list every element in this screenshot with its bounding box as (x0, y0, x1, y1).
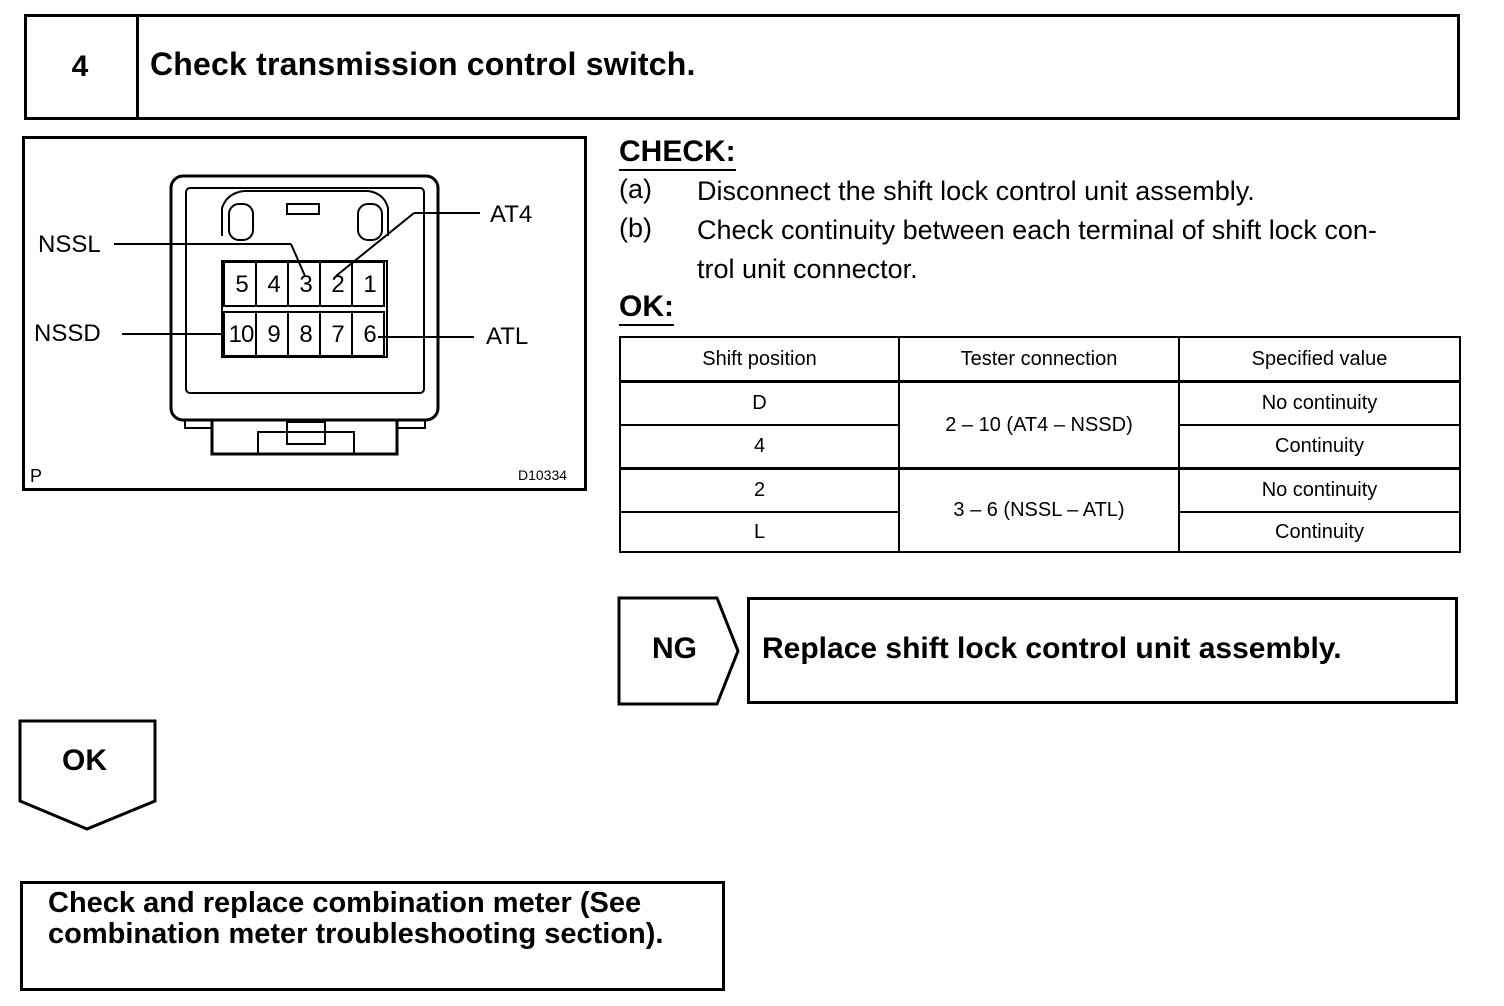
latch-recess (221, 190, 389, 236)
atl-label: ATL (486, 323, 529, 350)
ng-label: NG (652, 632, 697, 665)
table-row: L Continuity (619, 511, 1461, 553)
pin-number: 2 (331, 271, 345, 298)
ng-arrow-tag (617, 596, 740, 706)
shift-position-cell: 4 (619, 424, 900, 470)
final-action-line2: combination meter troubleshooting sectio… (48, 918, 664, 950)
step-title: Check transmission control switch. (150, 46, 696, 82)
connector-inner-wall (185, 187, 425, 394)
connector-figure (22, 136, 587, 491)
table-row: D 2 – 10 (AT4 – NSSD) No continuity (619, 380, 1461, 470)
connector-housing (169, 174, 440, 422)
nssd-label: NSSD (34, 320, 101, 347)
table-row: 4 Continuity (619, 424, 1461, 470)
pin-cell (351, 311, 385, 357)
ng-result-box (747, 597, 1458, 704)
step-header (24, 14, 1460, 120)
step-b-letter: (b) (619, 213, 652, 243)
pin-number: 4 (267, 271, 281, 298)
specified-value-cell: No continuity (1178, 380, 1461, 426)
specification-table: Shift position Tester connection Specifi… (619, 336, 1461, 553)
step-number: 4 (24, 14, 139, 120)
table-header-row: Shift position Tester connection Specifi… (619, 336, 1461, 383)
pin-number: 6 (363, 321, 377, 348)
pin-number: 9 (267, 321, 281, 348)
final-action-text: Check and replace combination meter (See… (48, 888, 663, 950)
pin-number: 7 (331, 321, 345, 348)
step-b-text-line1: Check continuity between each terminal o… (697, 215, 1377, 245)
specified-value-cell: Continuity (1178, 511, 1461, 553)
tester-connection-cell: 2 – 10 (AT4 – NSSD) (898, 380, 1180, 470)
ok-flow-label: OK (62, 744, 107, 777)
nssl-leader-line (290, 243, 306, 277)
pin-cell (351, 261, 385, 307)
ng-result-text: Replace shift lock control unit assembly… (762, 632, 1342, 665)
specified-value-cell: No continuity (1178, 467, 1461, 513)
bottom-skirt (210, 420, 399, 456)
step-a-letter: (a) (619, 174, 652, 204)
ok-flow-arrow (18, 719, 157, 831)
figure-id: D10334 (518, 467, 568, 483)
tester-connection-cell: 3 – 6 (NSSL – ATL) (898, 467, 1180, 553)
at4-label: AT4 (490, 201, 533, 228)
pin-number: 1 (363, 271, 377, 298)
top-key (286, 203, 320, 215)
pin-number: 8 (299, 321, 313, 348)
right-guide (357, 203, 383, 241)
step-b-text-line2: trol unit connector. (697, 254, 918, 284)
header-specified-value: Specified value (1178, 336, 1461, 383)
shift-position-cell: D (619, 380, 900, 426)
header-tester-connection: Tester connection (898, 336, 1180, 383)
header-shift-position: Shift position (619, 336, 900, 383)
pin-number: 5 (235, 271, 249, 298)
lock-tab (257, 431, 355, 454)
pin-number: 10 (228, 321, 255, 348)
figure-corner-code: P (30, 466, 43, 486)
nssl-label: NSSL (38, 231, 101, 258)
ok-heading: OK: (619, 290, 674, 326)
pin-number: 3 (299, 271, 313, 298)
step-a-text: Disconnect the shift lock control unit a… (697, 176, 1255, 206)
check-heading: CHECK: (619, 135, 736, 171)
specified-value-cell: Continuity (1178, 424, 1461, 470)
final-action-box (20, 881, 725, 991)
table-row: 2 3 – 6 (NSSL – ATL) No continuity (619, 467, 1461, 553)
lock-key (286, 421, 326, 445)
connector-diagram (114, 174, 480, 456)
shift-position-cell: L (619, 511, 900, 553)
at4-leader-line (335, 212, 415, 277)
left-guide (228, 203, 254, 241)
shift-position-cell: 2 (619, 467, 900, 513)
final-action-line1: Check and replace combination meter (See (48, 887, 642, 919)
